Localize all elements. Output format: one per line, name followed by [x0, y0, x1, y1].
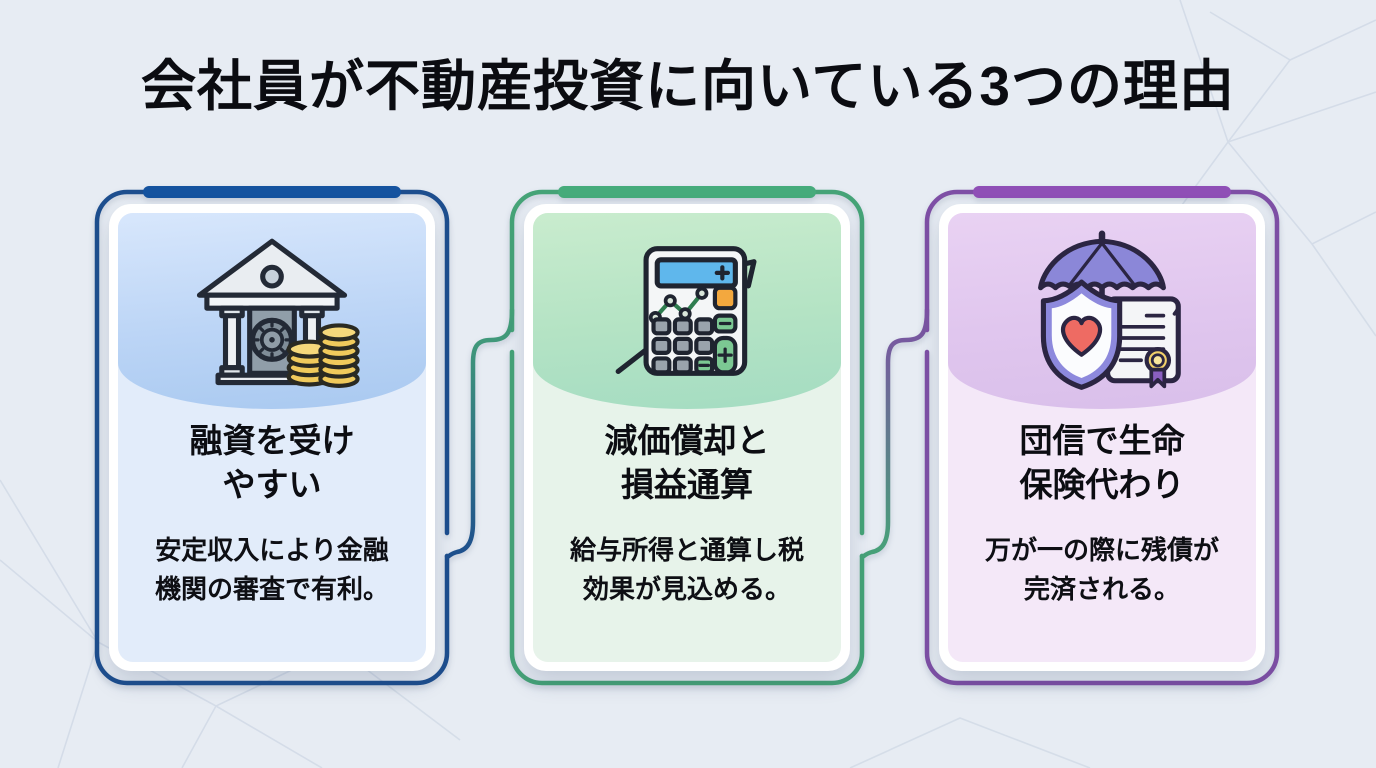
card-top-cap-insurance — [973, 186, 1231, 198]
card-insurance-desc-line1: 万が一の際に残債が — [984, 535, 1219, 565]
card-depreciation: 減価償却と 損益通算 給与所得と通算し税 効果が見込める。 — [524, 204, 850, 671]
bank-coins-icon — [196, 238, 360, 388]
card-financing-icon-header — [118, 213, 426, 409]
card-top-cap-depreciation — [558, 186, 816, 198]
card-depreciation-description: 給与所得と通算し税 効果が見込める。 — [533, 531, 841, 609]
card-depreciation-title-line2: 損益通算 — [621, 466, 753, 504]
card-depreciation-content: 減価償却と 損益通算 給与所得と通算し税 効果が見込める。 — [533, 213, 841, 662]
card-depreciation-desc-line1: 給与所得と通算し税 — [569, 535, 804, 565]
card-depreciation-icon-header — [533, 213, 841, 409]
card-financing-title: 融資を受け やすい — [118, 419, 426, 507]
card-financing-title-line2: やすい — [222, 466, 322, 504]
card-insurance-title-line1: 団信で生命 — [1019, 422, 1185, 459]
card-outline-financing — [94, 189, 450, 686]
calculator-growth-icon — [615, 246, 757, 376]
card-financing-description: 安定収入により金融 機関の審査で有利。 — [118, 531, 426, 609]
card-top-cap-financing — [143, 186, 401, 198]
card-outline-depreciation-b — [509, 349, 865, 686]
card-financing-content: 融資を受け やすい 安定収入により金融 機関の審査で有利。 — [118, 213, 426, 662]
card-depreciation-desc-line2: 効果が見込める。 — [582, 574, 791, 604]
page-title: 会社員が不動産投資に向いている3つの理由 — [141, 55, 1235, 117]
card-insurance: 団信で生命 保険代わり 万が一の際に残債が 完済される。 — [939, 204, 1265, 671]
card-financing-desc-line2: 機関の審査で有利。 — [154, 574, 389, 604]
card-insurance-content: 団信で生命 保険代わり 万が一の際に残債が 完済される。 — [948, 213, 1256, 662]
card-outline-insurance — [924, 189, 1280, 686]
umbrella-shield-certificate-icon — [1038, 230, 1181, 390]
card-insurance-desc-line2: 完済される。 — [1023, 574, 1180, 604]
card-financing: 融資を受け やすい 安定収入により金融 機関の審査で有利。 — [109, 204, 435, 671]
connector-card2-card3 — [859, 307, 930, 560]
card-depreciation-title: 減価償却と 損益通算 — [533, 419, 841, 507]
card-insurance-title: 団信で生命 保険代わり — [948, 419, 1256, 507]
card-insurance-description: 万が一の際に残債が 完済される。 — [948, 531, 1256, 609]
card-insurance-title-line2: 保険代わり — [1019, 466, 1185, 504]
connector-card1-card2 — [444, 307, 515, 560]
card-financing-title-line1: 融資を受け — [189, 422, 355, 459]
card-depreciation-title-line1: 減価償却と — [604, 422, 770, 459]
card-financing-desc-line1: 安定収入により金融 — [155, 535, 389, 565]
card-insurance-icon-header — [948, 213, 1256, 409]
